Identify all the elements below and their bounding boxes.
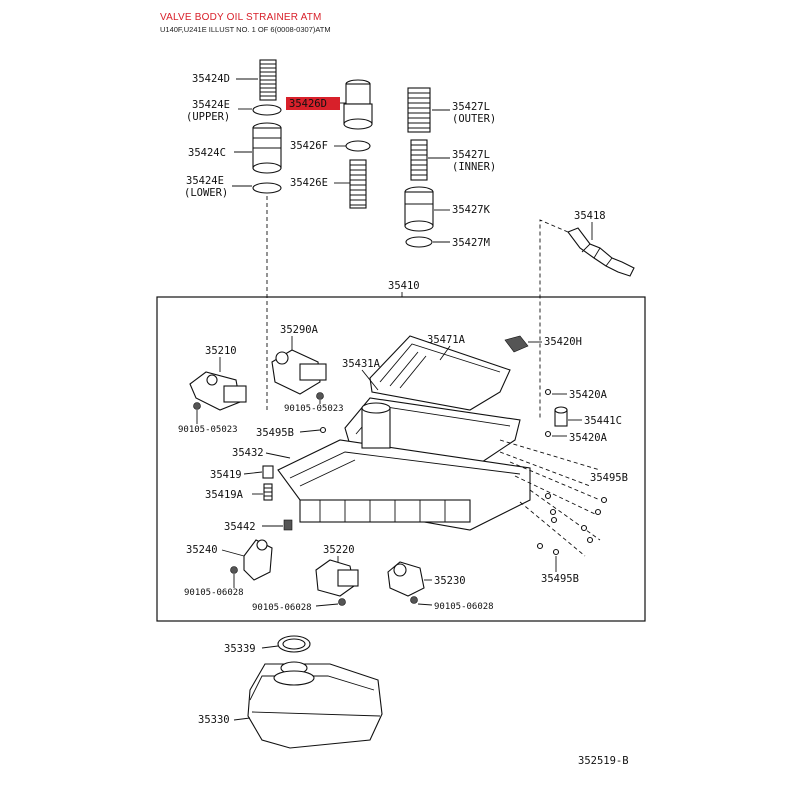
label-35419: 35419 (210, 469, 242, 481)
label-35427l-inner: 35427L (452, 149, 490, 161)
connector-35418 (567, 227, 635, 277)
label-35431a: 35431A (342, 358, 381, 370)
label-35442: 35442 (224, 521, 256, 533)
solenoid-35240 (243, 539, 273, 581)
label-35290a: 35290A (280, 324, 319, 336)
valve-35441c (554, 406, 568, 427)
gasket-35339 (277, 635, 311, 653)
o-ring-35427m (405, 236, 433, 248)
valve-35426d (343, 79, 373, 130)
label-35495b-right: 35495B (590, 472, 628, 484)
plate-35420h (504, 335, 529, 353)
highlight-35426d (286, 97, 340, 110)
label-35424d: 35424D (192, 73, 230, 85)
illustration-number: 352519-B (578, 755, 629, 767)
label-35240: 35240 (186, 544, 218, 556)
solenoid-35220 (315, 559, 359, 597)
spring-35427l-outer (407, 87, 431, 133)
label-35420a-bottom: 35420A (569, 432, 608, 444)
label-35230: 35230 (434, 575, 466, 587)
label-35410: 35410 (388, 280, 420, 292)
spring-35424d (259, 59, 277, 101)
filter-35442 (283, 519, 293, 531)
label-35426d[interactable]: 35426D (289, 98, 327, 110)
label-35330: 35330 (198, 714, 230, 726)
solenoid-35230 (387, 561, 425, 597)
label-35427l-outer: 35427L (452, 101, 490, 113)
label-35220: 35220 (323, 544, 355, 556)
label-35426e: 35426E (290, 177, 328, 189)
sleeve-35424c (252, 122, 282, 174)
label-90105-06028a: 90105-06028 (184, 588, 244, 598)
plug-35419 (262, 465, 274, 479)
label-35426f: 35426F (290, 140, 328, 152)
o-ring-35424e-lower (252, 182, 282, 194)
label-35424e-upper: 35424E (192, 99, 230, 111)
valve-body-frame (156, 296, 646, 622)
label-90105-06028c: 90105-06028 (434, 602, 494, 612)
label-35471a: 35471A (427, 334, 466, 346)
label-35418: 35418 (574, 210, 606, 222)
solenoid-35290a (271, 349, 327, 395)
label-35424c: 35424C (188, 147, 226, 159)
label-35424e-lower-note: (LOWER) (184, 187, 228, 199)
label-35432: 35432 (232, 447, 264, 459)
o-ring-35426f (345, 140, 371, 152)
label-35420h: 35420H (544, 336, 582, 348)
label-35427k: 35427K (452, 204, 491, 216)
oil-strainer-35330 (247, 661, 383, 749)
label-35420a-top: 35420A (569, 389, 608, 401)
diagram-title: VALVE BODY OIL STRAINER ATM (160, 12, 322, 23)
solenoid-35210 (189, 371, 247, 411)
label-90105-05023a: 90105-05023 (284, 404, 344, 414)
spring-35419a (263, 483, 273, 501)
label-35427l-inner-note: (INNER) (452, 161, 496, 173)
spring-35426e (349, 159, 367, 209)
bolt-90105-06028b (338, 598, 346, 606)
label-35339: 35339 (224, 643, 256, 655)
label-35441c: 35441C (584, 415, 622, 427)
label-35495b-left: 35495B (256, 427, 294, 439)
label-90105-05023b: 90105-05023 (178, 425, 238, 435)
label-35424e-upper-note: (UPPER) (186, 111, 230, 123)
label-90105-06028b: 90105-06028 (252, 603, 312, 613)
bolt-90105-05023b (193, 402, 201, 410)
label-35210: 35210 (205, 345, 237, 357)
label-35427m: 35427M (452, 237, 490, 249)
spring-35427l-inner (410, 139, 428, 181)
plug-35427k (404, 186, 434, 232)
check-balls (319, 388, 608, 556)
bolt-90105-06028c (410, 596, 418, 604)
o-ring-35424e-upper (252, 104, 282, 116)
diagram-subtitle: U140F,U241E ILLUST NO. 1 OF 6(0008-0307)… (160, 25, 331, 34)
bolt-90105-05023a (316, 392, 324, 400)
bolt-90105-06028a (230, 566, 238, 574)
label-35419a: 35419A (205, 489, 244, 501)
label-35424e-lower: 35424E (186, 175, 224, 187)
label-35495b-bottom: 35495B (541, 573, 579, 585)
valve-body-lower (277, 402, 531, 531)
label-35427l-outer-note: (OUTER) (452, 113, 496, 125)
